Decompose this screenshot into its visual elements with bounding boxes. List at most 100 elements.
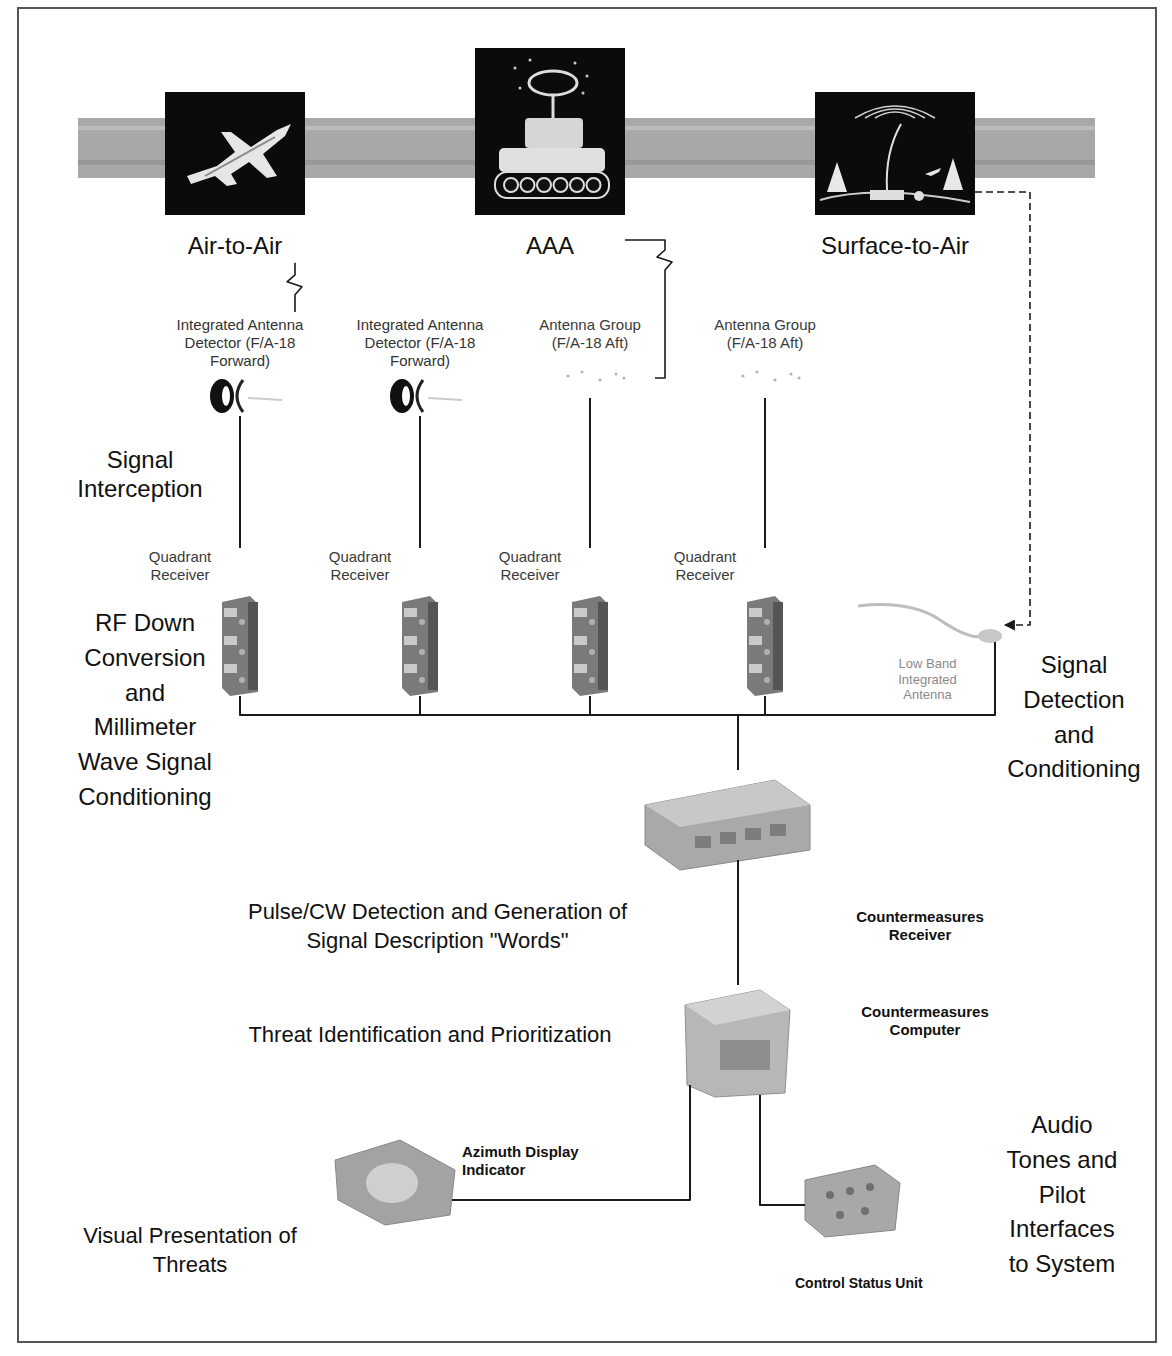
receiver-notch — [749, 636, 762, 645]
receiver-lead — [737, 860, 739, 955]
node-label: Quadrant Receiver — [320, 548, 400, 584]
radar-speckle — [514, 67, 517, 70]
cable-connector — [764, 398, 766, 548]
antenna-mount — [248, 398, 282, 400]
control-knob — [826, 1191, 834, 1199]
antenna-dot — [741, 374, 744, 377]
antenna-detector-illustration — [355, 376, 485, 416]
label-slot: Pulse/CW Detection and Generation of Sig… — [245, 898, 630, 955]
quadrant-receiver: Quadrant Receiver — [490, 548, 615, 696]
stage-caption: Signal Detection and Conditioning — [1004, 648, 1144, 787]
cable-connector — [239, 416, 241, 548]
missile-launcher — [870, 190, 904, 200]
signal-line — [625, 240, 672, 378]
threat-box-illustration — [165, 92, 305, 215]
receiver-vent — [745, 828, 761, 840]
stage-caption: Signal Interception — [60, 446, 220, 504]
control-knob — [866, 1183, 874, 1191]
antenna-body — [210, 379, 234, 413]
receiver-vent — [770, 824, 786, 836]
quadrant-receiver-illustration — [220, 596, 260, 696]
cable-connector — [419, 416, 421, 548]
radar-speckle — [574, 62, 577, 65]
display-body — [335, 1140, 455, 1225]
cable-connector — [760, 1105, 795, 1205]
receiver-body — [572, 596, 608, 696]
receiver-notch — [404, 636, 417, 645]
computer-lead — [689, 1085, 691, 1105]
quadrant-receiver-illustration — [570, 596, 610, 696]
radar-wave — [865, 109, 925, 118]
tank-track — [495, 172, 609, 198]
antenna-dot — [755, 370, 758, 373]
receiver-port — [239, 619, 245, 625]
antenna-dot — [598, 378, 601, 381]
stage-caption: RF Down Conversion and Millimeter Wave S… — [75, 606, 215, 815]
receiver-body — [747, 596, 783, 696]
receiver-body — [645, 780, 810, 870]
antenna-dot — [789, 372, 792, 375]
label-slot: Signal Interception — [60, 446, 220, 504]
radar-mast — [552, 95, 555, 120]
node-label: Antenna Group (F/A-18 Aft) — [525, 316, 655, 352]
control-knob — [861, 1207, 869, 1215]
receiver-side — [773, 602, 783, 690]
tank-wheel — [570, 178, 584, 192]
radar-wave — [875, 112, 915, 118]
radar-speckle — [519, 87, 522, 90]
control-knob — [836, 1211, 844, 1219]
node-label: Quadrant Receiver — [490, 548, 570, 584]
receiver-port — [589, 677, 595, 683]
antenna-dot — [614, 372, 617, 375]
label-slot: Audio Tones and Pilot Interfaces to Syst… — [1006, 1108, 1118, 1282]
control-status-unit: Control Status Unit — [795, 1165, 955, 1300]
antenna-dot — [566, 374, 569, 377]
control-knob — [846, 1187, 854, 1195]
receiver-port — [764, 619, 770, 625]
node-label: Azimuth Display Indicator — [462, 1143, 597, 1179]
node-label: Low Band Integrated Antenna — [880, 656, 975, 703]
label-slot: RF Down Conversion and Millimeter Wave S… — [75, 606, 215, 815]
stage-caption: Threat Identification and Prioritization — [210, 1022, 650, 1048]
receiver-notch — [749, 608, 762, 617]
antenna-body — [390, 379, 414, 413]
antenna-detector-illustration — [175, 376, 305, 416]
node-label: Integrated Antenna Detector (F/A-18 Forw… — [175, 316, 305, 370]
quadrant-receiver: Quadrant Receiver — [665, 548, 790, 696]
jet-shading — [205, 137, 275, 176]
receiver-port — [589, 619, 595, 625]
antenna-detector: Integrated Antenna Detector (F/A-18 Forw… — [175, 312, 305, 416]
receiver-notch — [574, 664, 587, 673]
receiver-side — [428, 602, 438, 690]
tank-wheel — [554, 178, 568, 192]
tank-wheel — [537, 178, 551, 192]
node-label: Air-to-Air — [165, 232, 305, 261]
receiver-port — [419, 677, 425, 683]
node-label: Surface-to-Air — [815, 232, 975, 261]
jet-silhouette — [187, 124, 291, 186]
stage-caption: Pulse/CW Detection and Generation of Sig… — [245, 898, 630, 955]
antenna-group: Antenna Group (F/A-18 Aft) — [525, 312, 655, 398]
receiver-notch — [574, 608, 587, 617]
label-slot: Visual Presentation of Threats — [70, 1222, 310, 1279]
cable-connector — [738, 705, 995, 770]
node-label: Quadrant Receiver — [140, 548, 220, 584]
antenna-highlight — [402, 386, 410, 406]
threat-box-fill — [165, 92, 305, 215]
label-slot: Threat Identification and Prioritization — [210, 1022, 650, 1048]
node-label: AAA — [475, 232, 625, 261]
cable-connector — [590, 696, 738, 770]
receiver-notch — [224, 636, 237, 645]
threat-box: Surface-to-Air — [815, 92, 975, 263]
antenna-bracket — [237, 380, 243, 412]
antenna-group: Antenna Group (F/A-18 Aft) — [700, 312, 830, 398]
control-unit-body — [805, 1165, 900, 1237]
receiver-port — [589, 649, 595, 655]
threat-box-illustration — [475, 48, 625, 215]
receiver-port — [419, 619, 425, 625]
countermeasures-receiver: Countermeasures Receiver — [635, 770, 1000, 955]
antenna-group-illustration — [525, 358, 655, 398]
antenna-head — [978, 629, 1002, 643]
